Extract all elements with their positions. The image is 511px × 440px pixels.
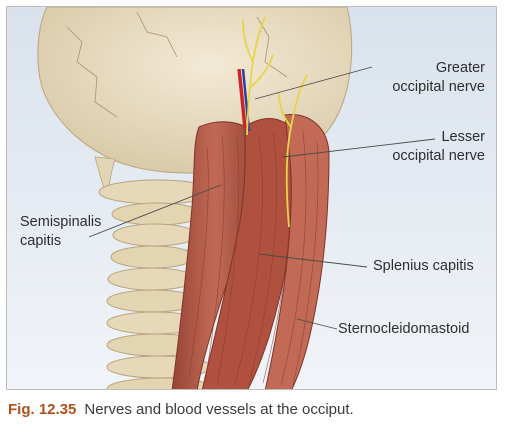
greater-occipital-nerve (242, 16, 274, 136)
label-line: Semispinalis (20, 214, 102, 230)
caption-text: Nerves and blood vessels at the occiput. (84, 401, 354, 418)
figure-caption: Fig. 12.35 Nerves and blood vessels at th… (8, 401, 354, 418)
occipital-artery (237, 68, 247, 130)
label-line: Greater (435, 60, 485, 76)
skull-suture (66, 11, 288, 118)
label-line: occipital nerve (392, 79, 485, 95)
cervical-spine (98, 179, 216, 389)
figure-number: Fig. 12.35 (8, 401, 77, 418)
label-line: occipital nerve (392, 148, 485, 164)
sternocleidomastoid-muscle (264, 114, 330, 389)
label-line: Lesser (441, 129, 485, 145)
label-line: capitis (20, 233, 62, 249)
muscle-fibres (188, 131, 319, 386)
anatomy-figure (6, 6, 497, 390)
label-lesser-occipital-nerve: Lesser occipital nerve (392, 128, 485, 166)
label-semispinalis-capitis: Semispinalis capitis (20, 213, 101, 251)
anatomy-illustration (7, 7, 496, 389)
label-splenius-capitis: Splenius capitis (373, 258, 474, 274)
leader-lines (88, 66, 436, 330)
label-sternocleidomastoid: Sternocleidomastoid (338, 321, 470, 337)
label-greater-occipital-nerve: Greater occipital nerve (392, 59, 485, 97)
lesser-occipital-nerve (278, 74, 308, 228)
occipital-vein (241, 68, 251, 132)
